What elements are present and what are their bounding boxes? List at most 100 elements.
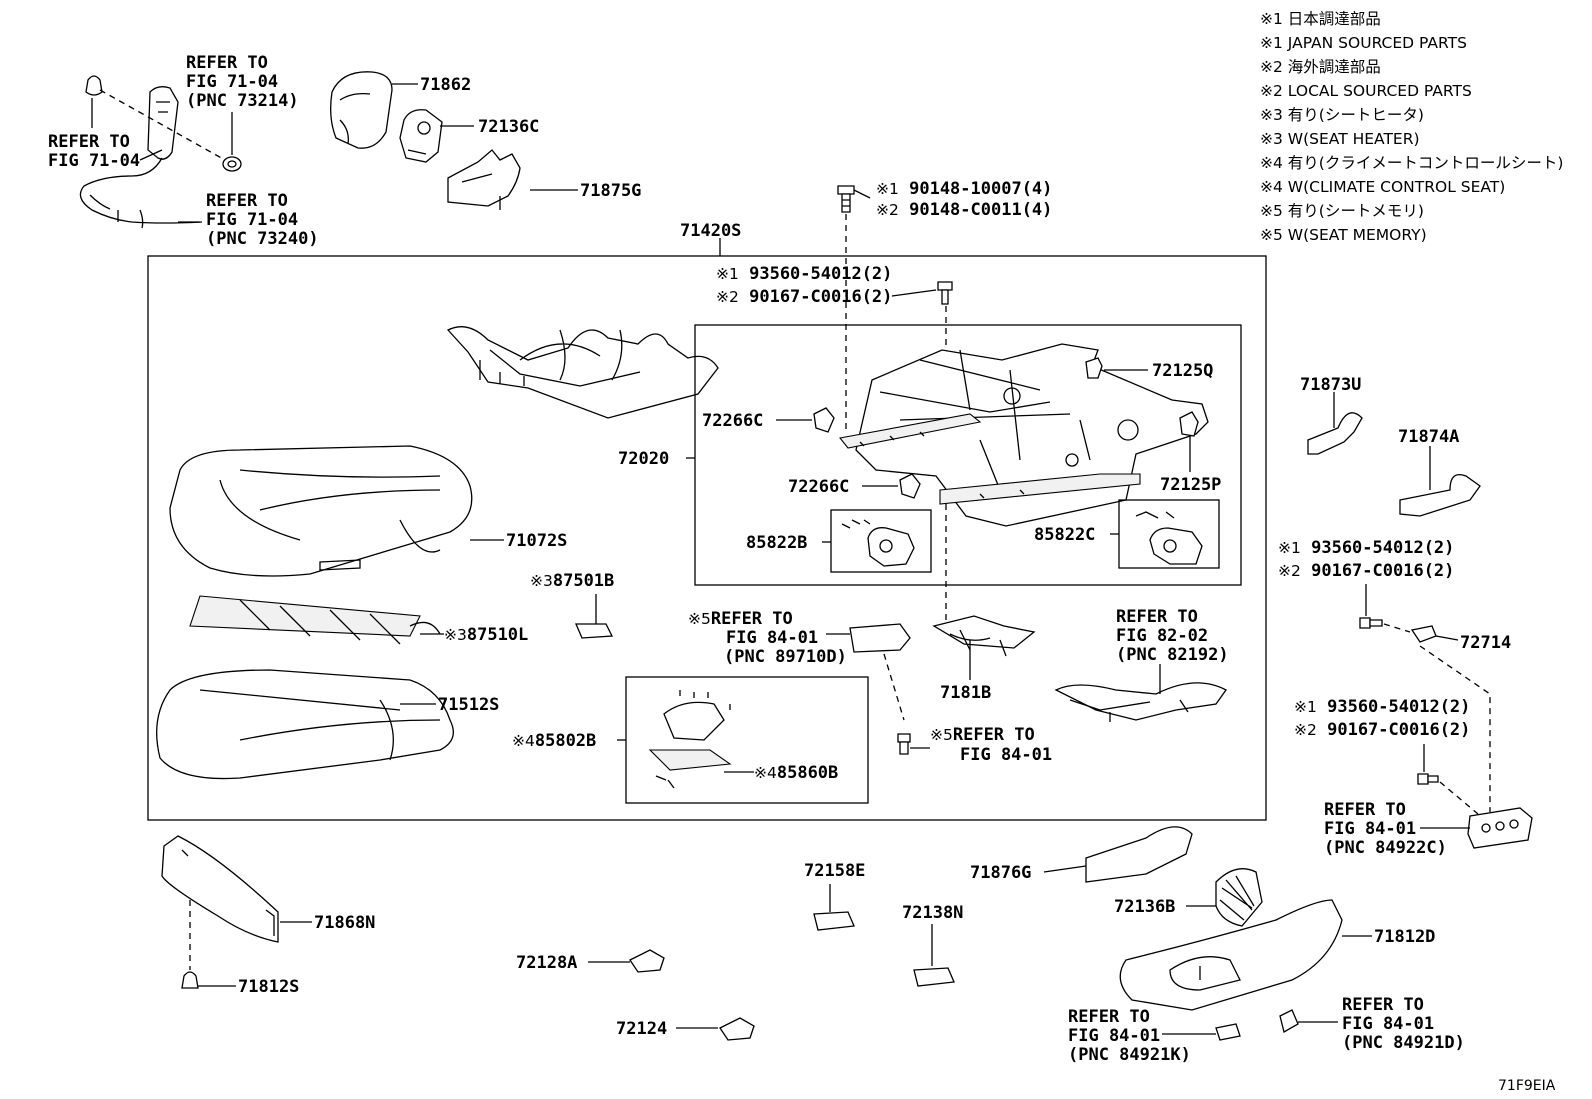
ref-line: (PNC 84921D) [1342,1033,1465,1053]
seat-frame [838,343,1209,527]
svg-text:※2 90167-C0016(2): ※2 90167-C0016(2) [1294,720,1470,740]
svg-text:※387510L: ※387510L [444,625,528,645]
mark: ※1 [876,180,899,198]
part-number: 71512S [438,695,499,715]
trim-71874A [1399,473,1481,517]
mark: ※4 [754,764,777,782]
legend-mark: ※2 [1260,58,1283,76]
svg-text:※2 90148-C0011(4): ※2 90148-C0011(4) [876,200,1052,220]
part-number: 72138N [902,903,963,923]
ref-line: (PNC 84921K) [1068,1045,1191,1065]
clip-72266C [813,407,835,433]
part-number: 72266C [788,477,849,497]
legend-mark: ※4 [1260,178,1283,196]
trim-71868N [161,835,279,943]
side-shield-71812D [1119,899,1343,1011]
frame-box-72020 [694,324,1242,586]
climate-unit [648,690,732,789]
svg-text:※1 90148-10007(4): ※1 90148-10007(4) [876,179,1052,199]
ref-line: FIG 84-01 [1068,1026,1160,1046]
trim-71873U [1307,412,1363,455]
ref-line: REFER TO [206,191,288,211]
right-screw-2 [1417,773,1479,815]
part-number: 72125Q [1152,361,1213,381]
svg-text:※485860B: ※485860B [754,763,838,783]
ref-line: FIG 84-01 [960,745,1052,765]
harness-82192 [1054,682,1227,722]
svg-text:※2 海外調達部品: ※2 海外調達部品 [1260,58,1381,76]
ref-line: REFER TO [1116,607,1198,627]
ref-line: FIG 71-04 [186,72,278,92]
knob-84921D [1279,1009,1299,1033]
pad-72128A [629,949,665,973]
svg-text:※485802B: ※485802B [512,731,596,751]
mark: ※1 [716,265,739,283]
ref-line: REFER TO [186,53,268,73]
legend: ※1 日本調達部品 ※1 JAPAN SOURCED PARTS ※2 海外調達… [1260,10,1563,244]
svg-text:※4 W(CLIMATE CONTROL SEAT): ※4 W(CLIMATE CONTROL SEAT) [1260,178,1505,196]
ref-fig-84-01-center: ※5REFER TO FIG 84-01 [930,725,1052,765]
mark: ※5 [688,610,711,628]
mark: ※5 [930,726,953,744]
fastener-code: 90148-10007(4) [909,179,1052,199]
svg-text:※1 日本調達部品: ※1 日本調達部品 [1260,10,1381,28]
clip-71812S [181,971,236,989]
svg-text:※5REFER TO: ※5REFER TO [930,725,1035,745]
bracket-7181B [932,615,1036,657]
legend-text: W(SEAT MEMORY) [1288,226,1427,244]
part-number: 71812D [1374,927,1435,947]
legend-mark: ※2 [1260,82,1283,100]
ref-line: FIG 71-04 [206,210,298,230]
mark: ※2 [716,288,739,306]
svg-text:※1 JAPAN SOURCED PARTS: ※1 JAPAN SOURCED PARTS [1260,34,1467,52]
legend-text: 有り(シートヒータ) [1288,106,1424,124]
svg-text:※2 LOCAL SOURCED PARTS: ※2 LOCAL SOURCED PARTS [1260,82,1472,100]
fastener-code: 90167-C0016(2) [1327,720,1470,740]
fastener-code: 90167-C0016(2) [749,287,892,307]
pad-72124 [719,1017,755,1041]
assembly-box-71420S [147,255,1267,821]
part-number: 87510L [467,625,528,645]
ref-line: REFER TO [953,725,1035,745]
part-number: 87501B [553,571,614,591]
legend-mark: ※5 [1260,226,1283,244]
fastener-code: 93560-54012(2) [1327,697,1470,717]
legend-text: 有り(シートメモリ) [1288,202,1424,220]
legend-text: 海外調達部品 [1288,58,1381,76]
ref-line: (PNC 84922C) [1324,838,1447,858]
right-screw-1 [1359,617,1491,812]
legend-text: LOCAL SOURCED PARTS [1288,82,1472,100]
motor-85822C [1135,511,1203,565]
ref-line: (PNC 82192) [1116,645,1229,665]
ref-line: FIG 84-01 [1342,1014,1434,1034]
legend-mark: ※3 [1260,106,1283,124]
svg-text:※5 W(SEAT MEMORY): ※5 W(SEAT MEMORY) [1260,226,1427,244]
climate-box-85802B [625,676,869,804]
ref-line: FIG 82-02 [1116,626,1208,646]
part-number: 72136B [1114,897,1175,917]
ref-line: REFER TO [1324,800,1406,820]
top-covers [330,71,578,210]
ref-pnc-73240: REFER TO FIG 71-04 (PNC 73240) [206,191,319,249]
seat-cover-71072S [169,445,473,577]
ecu-module [849,623,911,653]
ref-line: FIG 71-04 [48,151,140,171]
part-number: 72124 [616,1019,667,1039]
part-number: 72714 [1460,633,1511,653]
clip-72138N [913,967,955,987]
part-number: 85822C [1034,525,1095,545]
part-number: 72128A [516,953,577,973]
svg-text:※4 有り(クライメートコントロールシート): ※4 有り(クライメートコントロールシート) [1260,154,1563,172]
fastener-code: 93560-54012(2) [1311,538,1454,558]
svg-text:※2 90167-C0016(2): ※2 90167-C0016(2) [716,287,892,307]
mark: ※4 [512,732,535,750]
part-number: 71874A [1398,427,1459,447]
part-number: 72125P [1160,475,1221,495]
svg-text:※387501B: ※387501B [530,571,614,591]
ref-pnc-73214: REFER TO FIG 71-04 (PNC 73214) [186,53,299,111]
ref-line: FIG 84-01 [726,628,818,648]
part-number: 85802B [535,731,596,751]
trim-71876G [1085,826,1193,883]
svg-text:※5 有り(シートメモリ): ※5 有り(シートメモリ) [1260,202,1424,220]
